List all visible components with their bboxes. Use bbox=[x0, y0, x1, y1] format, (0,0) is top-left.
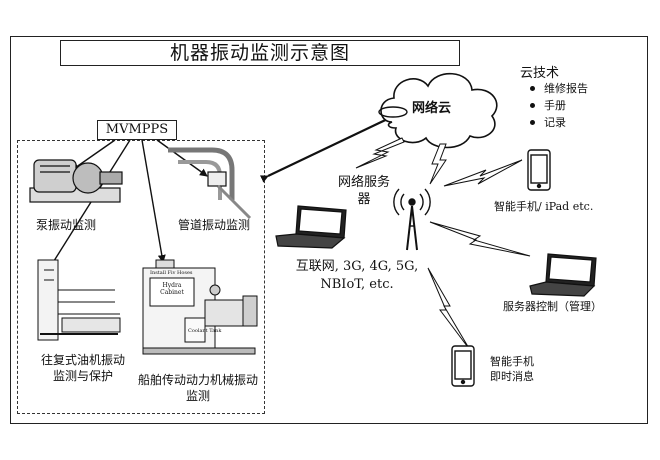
ship-label: 船舶传动动力机械振动 监测 bbox=[128, 372, 268, 404]
panel-top-text: Install Fiv Hoses bbox=[150, 270, 193, 276]
smartphone-message-label: 智能手机 即时消息 bbox=[480, 354, 544, 384]
network-server-line-1: 网络服务 bbox=[337, 175, 390, 190]
engine-label-line-2: 监测与保护 bbox=[52, 369, 113, 383]
bolt-cloud-tower bbox=[429, 143, 447, 185]
smartphone-ipad-label: 智能手机/ iPad etc. bbox=[494, 200, 594, 213]
antenna-tower bbox=[393, 188, 431, 251]
engine-label: 往复式油机振动 监测与保护 bbox=[28, 352, 138, 384]
network-server-label: 网络服务 器 bbox=[324, 174, 404, 208]
coolant-tank-text: Coolant Tank bbox=[188, 328, 222, 334]
smartphone-message-line-2: 即时消息 bbox=[490, 370, 534, 383]
protocols-line-1: 互联网, 3G, 4G, 5G, bbox=[295, 259, 419, 274]
bolt-cloud-server bbox=[355, 137, 405, 169]
cloud-label: 网络云 bbox=[412, 101, 452, 116]
pipe-label: 管道振动监测 bbox=[178, 218, 251, 232]
pump-label: 泵振动监测 bbox=[36, 218, 97, 232]
bolt-tower-phone-top bbox=[443, 159, 523, 187]
cloud-ring bbox=[378, 106, 408, 118]
outer-frame bbox=[10, 36, 648, 424]
hub-arrows bbox=[46, 139, 208, 273]
pipe-illustration bbox=[168, 147, 252, 220]
protocols-label: 互联网, 3G, 4G, 5G, NBIoT, etc. bbox=[282, 258, 432, 294]
bolt-tower-laptop bbox=[429, 221, 531, 257]
engine-illustration bbox=[37, 259, 121, 341]
arrow-to-pump bbox=[71, 139, 116, 171]
smartphone-icon-bottom bbox=[451, 345, 475, 387]
protocols-line-2: NBIoT, etc. bbox=[320, 277, 394, 292]
engine-label-line-1: 往复式油机振动 bbox=[40, 353, 125, 367]
server-control-label: 服务器控制（管理） bbox=[503, 300, 602, 313]
control-laptop-icon bbox=[529, 253, 597, 297]
wireless-links bbox=[355, 137, 531, 351]
monitoring-group bbox=[17, 140, 265, 414]
network-server-line-2: 器 bbox=[357, 192, 371, 207]
bolt-tower-phone-bottom bbox=[427, 267, 471, 351]
server-laptop-icon bbox=[275, 205, 347, 249]
cloud-tech-title: 云技术 bbox=[520, 66, 560, 81]
panel-mid-line-1: Hydra bbox=[162, 282, 182, 289]
arrow-to-engine bbox=[46, 139, 131, 273]
ship-label-line-1: 船舶传动动力机械振动 bbox=[137, 373, 258, 387]
panel-mid-line-2: Cabinet bbox=[160, 289, 184, 296]
cloud-tech-item: 维修报告 bbox=[530, 80, 588, 97]
smartphone-message-line-1: 智能手机 bbox=[490, 355, 534, 368]
mvmpps-hub: MVMPPS bbox=[97, 120, 177, 140]
cloud-tech-item: 手册 bbox=[530, 97, 588, 114]
pump-illustration bbox=[29, 159, 123, 203]
diagram-title: 机器振动监测示意图 bbox=[60, 40, 460, 66]
cloud-tech-item: 记录 bbox=[530, 114, 588, 131]
ship-label-line-2: 监测 bbox=[185, 389, 210, 403]
cloud-shape bbox=[380, 72, 498, 149]
arrow-to-ship bbox=[141, 139, 166, 263]
arrow-to-pipe bbox=[156, 139, 208, 177]
panel-mid-text: Hydra Cabinet bbox=[152, 282, 192, 296]
cloud-tech-list: 维修报告 手册 记录 bbox=[530, 80, 588, 131]
smartphone-icon-top bbox=[527, 149, 551, 191]
link-arrow-main bbox=[259, 113, 399, 183]
ship-machinery-illustration bbox=[142, 259, 258, 355]
